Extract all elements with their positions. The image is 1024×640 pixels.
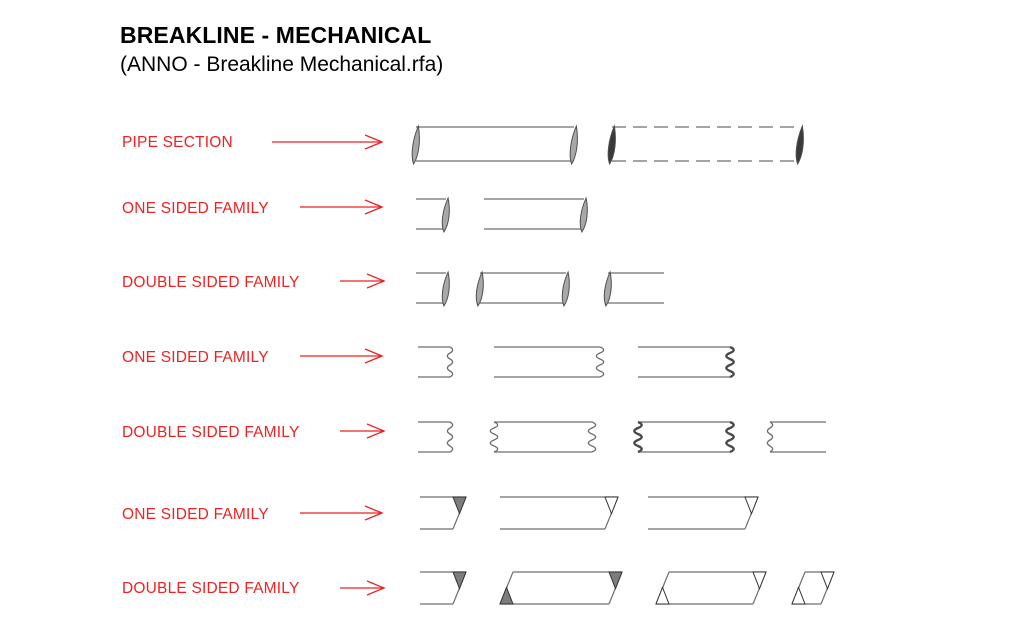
zig-break-right-small [408, 416, 460, 458]
flag-break-right-filled [408, 566, 478, 610]
breakline-row: DOUBLE SIDED FAMILY [0, 0, 1024, 605]
pipe-break-right-long [472, 192, 596, 236]
pipe-solid-long [404, 120, 586, 168]
breakline-row: DOUBLE SIDED FAMILY [0, 0, 1024, 454]
flag-break-right-filled [408, 491, 478, 535]
page-title: BREAKLINE - MECHANICAL [120, 22, 432, 48]
breakline-row: DOUBLE SIDED FAMILY [0, 0, 1024, 308]
row-label: DOUBLE SIDED FAMILY [122, 424, 300, 441]
row-label: DOUBLE SIDED FAMILY [122, 274, 300, 291]
leader-arrow-icon [300, 503, 386, 523]
pipe-break-right-short [404, 192, 458, 236]
zig-break-right-medium [484, 341, 610, 383]
zig-break-left-small [760, 416, 836, 458]
leader-arrow-icon [340, 421, 388, 441]
breakline-row: ONE SIDED FAMILY [0, 0, 1024, 234]
pipe-dashed-long [600, 120, 812, 168]
flag-break-right-open-2 [636, 491, 770, 535]
flag-break-left-open [780, 566, 846, 610]
leader-arrow-icon [340, 578, 388, 598]
leader-arrow-icon [272, 132, 386, 152]
zig-break-right-dark [628, 341, 740, 383]
breakline-row: PIPE SECTION [0, 0, 1024, 166]
leader-arrow-icon [340, 271, 388, 291]
zig-break-both-dark [628, 416, 740, 458]
title-block: BREAKLINE - MECHANICAL (ANNO - Breakline… [120, 22, 443, 78]
page-subtitle: (ANNO - Breakline Mechanical.rfa) [120, 52, 444, 76]
row-label: ONE SIDED FAMILY [122, 506, 269, 523]
row-label: DOUBLE SIDED FAMILY [122, 580, 300, 597]
row-label: ONE SIDED FAMILY [122, 349, 269, 366]
flag-break-both-open [644, 566, 778, 610]
pipe-break-left-short [596, 266, 676, 310]
row-label: PIPE SECTION [122, 134, 233, 151]
breakline-row: ONE SIDED FAMILY [0, 0, 1024, 379]
zig-break-both [484, 416, 602, 458]
leader-arrow-icon [300, 346, 386, 366]
row-label: ONE SIDED FAMILY [122, 200, 269, 217]
pipe-break-right-short [404, 266, 458, 310]
leader-arrow-icon [300, 197, 386, 217]
flag-break-both-filled [488, 566, 634, 610]
flag-break-right-open-1 [488, 491, 630, 535]
breakline-row: ONE SIDED FAMILY [0, 0, 1024, 530]
pipe-break-both [468, 266, 578, 310]
zig-break-right-small [408, 341, 460, 383]
